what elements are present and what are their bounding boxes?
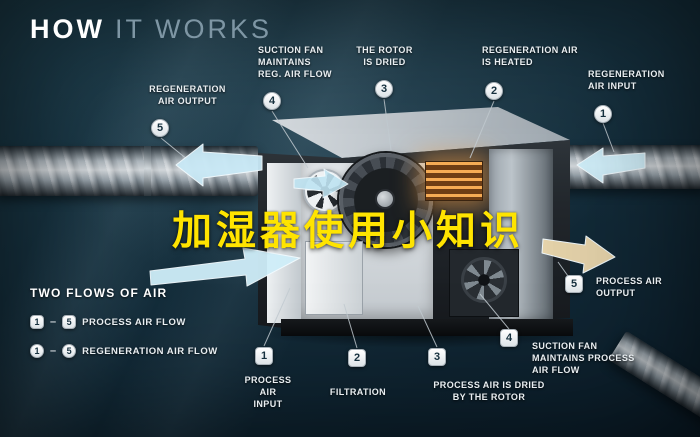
callout-label-regen-air-output: REGENERATION AIR OUTPUT — [149, 84, 226, 107]
rotor-hub — [375, 189, 395, 209]
legend-badge-process-from: 1 — [30, 315, 44, 329]
legend-badge-regen-from: 1 — [30, 344, 44, 358]
regeneration-heater — [425, 161, 483, 201]
legend-badge-process-to: 5 — [62, 315, 77, 329]
callout-badge-regen-3: 3 — [375, 80, 393, 98]
callout-label-rotor-dried: THE ROTOR IS DRIED — [356, 45, 413, 68]
legend-dash: – — [50, 316, 57, 328]
callout-badge-process-5: 5 — [565, 275, 583, 293]
callout-badge-regen-2: 2 — [485, 82, 503, 100]
legend-label-regeneration: REGENERATION AIR FLOW — [82, 345, 218, 357]
callout-badge-process-1: 1 — [255, 347, 273, 365]
page-title: HOW IT WORKS — [30, 14, 272, 45]
callout-label-filtration: FILTRATION — [329, 387, 387, 397]
callout-badge-process-3: 3 — [428, 348, 446, 366]
legend-dash: – — [50, 345, 57, 357]
legend-row-regeneration: 1 – 5 REGENERATION AIR FLOW — [30, 344, 218, 358]
caption-overlay: 加湿器使用小知识 — [172, 209, 524, 253]
duct-joint — [144, 146, 151, 196]
machine-base — [281, 319, 573, 336]
callout-label-process-air-output: PROCESS AIR OUTPUT — [596, 276, 663, 299]
legend: TWO FLOWS OF AIR 1 – 5 PROCESS AIR FLOW … — [30, 286, 218, 358]
callout-label-process-air-input: PROCESS AIR INPUT — [244, 375, 292, 410]
legend-label-process: PROCESS AIR FLOW — [82, 316, 186, 328]
callout-badge-regen-1: 1 — [594, 105, 612, 123]
legend-title: TWO FLOWS OF AIR — [30, 286, 168, 300]
callout-badge-regen-5: 5 — [151, 119, 169, 137]
title-primary: HOW — [30, 14, 105, 44]
filter-box — [305, 241, 363, 315]
callout-label-regen-air-input: REGENERATION AIR INPUT — [588, 69, 665, 92]
callout-label-suction-fan-reg: SUCTION FAN MAINTAINS REG. AIR FLOW — [258, 45, 332, 80]
callout-label-process-dried: PROCESS AIR IS DRIED BY THE ROTOR — [433, 380, 545, 403]
process-fan-blades-icon — [461, 257, 507, 303]
legend-badge-regen-to: 5 — [62, 344, 77, 358]
callout-label-regen-heated: REGENERATION AIR IS HEATED — [482, 45, 578, 68]
callout-label-suction-fan-process: SUCTION FAN MAINTAINS PROCESS AIR FLOW — [532, 341, 635, 376]
callout-badge-process-2: 2 — [348, 349, 366, 367]
callout-badge-process-4: 4 — [500, 329, 518, 347]
callout-badge-regen-4: 4 — [263, 92, 281, 110]
legend-row-process: 1 – 5 PROCESS AIR FLOW — [30, 315, 218, 329]
title-secondary: IT WORKS — [114, 14, 272, 44]
duct-left — [0, 146, 258, 196]
